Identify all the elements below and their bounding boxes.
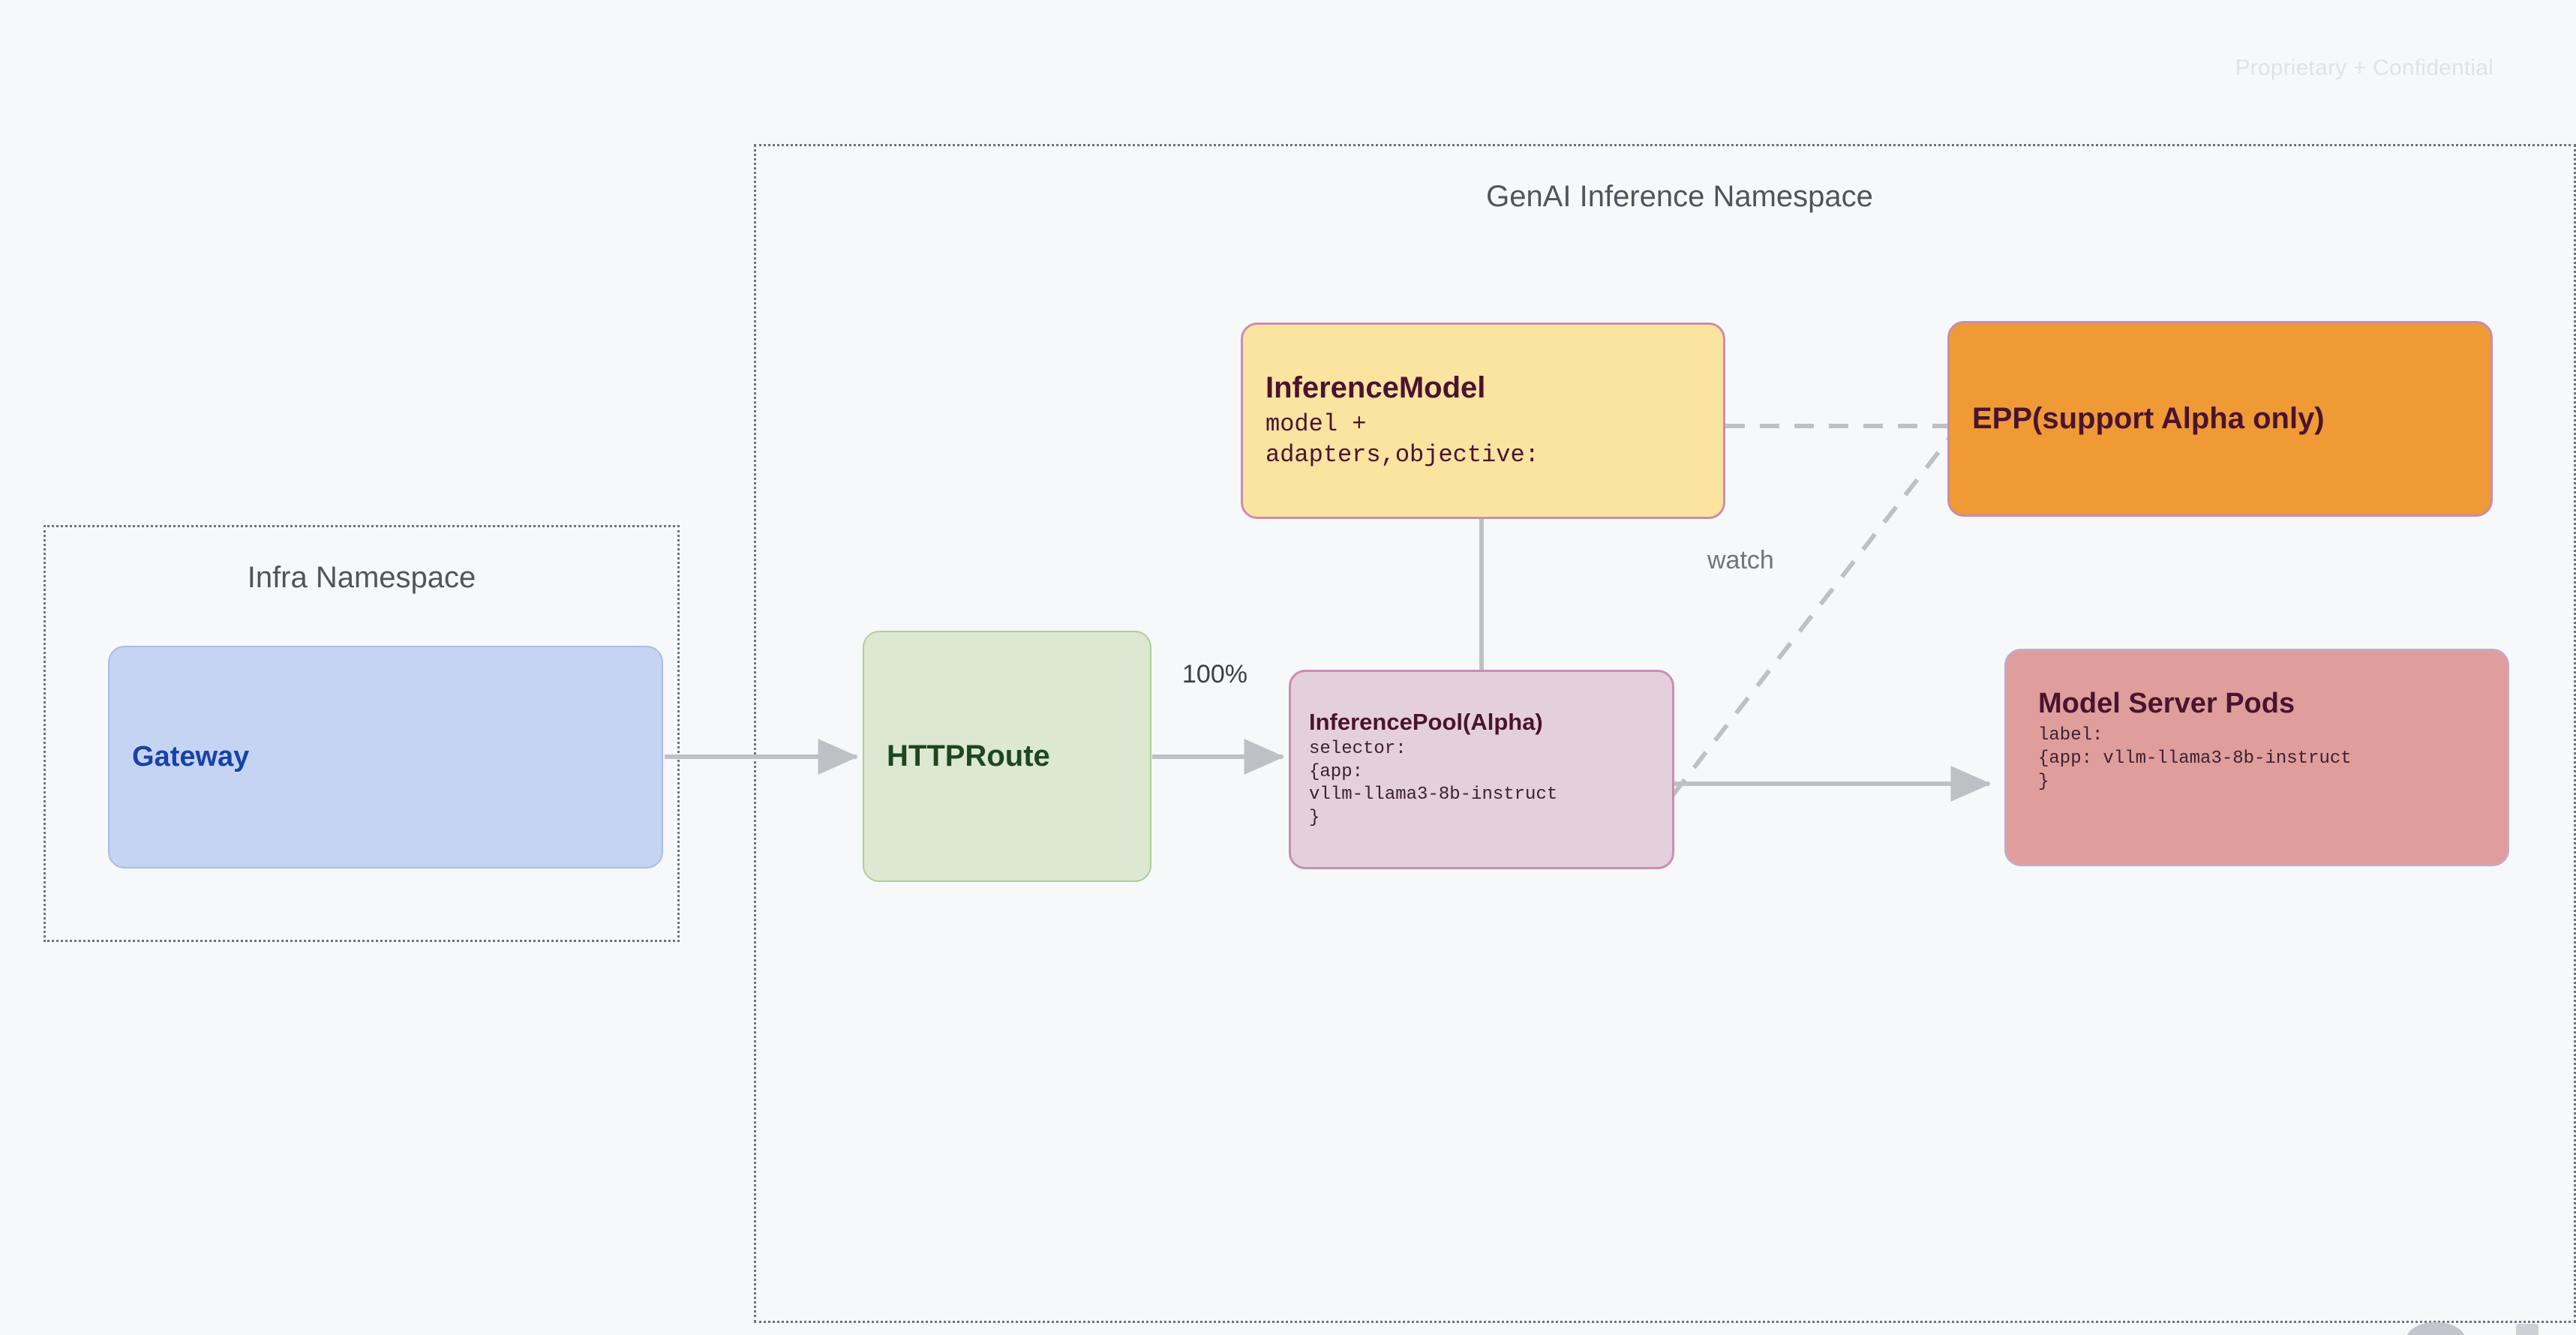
node-inferencepool-body: selector: {app: vllm-llama3-8b-instruct …	[1309, 739, 1558, 829]
confidentiality-watermark: Proprietary + Confidential	[2235, 56, 2493, 80]
brand-mark-shape	[2406, 1322, 2465, 1335]
node-inferencemodel-body: model + adapters,objective:	[1265, 410, 1539, 470]
node-inferencepool[interactable]: InferencePool(Alpha) selector: {app: vll…	[1289, 670, 1674, 869]
node-httproute-title: HTTPRoute	[887, 740, 1050, 773]
node-httproute[interactable]: HTTPRoute	[863, 631, 1151, 882]
namespace-infra	[44, 525, 680, 942]
node-gateway[interactable]: Gateway	[108, 646, 663, 868]
brand-mark-partial	[2400, 1322, 2573, 1335]
node-epp[interactable]: EPP(support Alpha only)	[1947, 321, 2493, 517]
node-inferencepool-title: InferencePool(Alpha)	[1309, 709, 1543, 736]
brand-mark-shape-secondary	[2516, 1324, 2538, 1335]
node-inferencemodel-title: InferenceModel	[1265, 370, 1486, 404]
namespace-genai-inference-title: GenAI Inference Namespace	[1486, 180, 1873, 213]
edge-label-traffic-split: 100%	[1182, 660, 1247, 688]
node-gateway-title: Gateway	[132, 741, 250, 773]
node-inferencemodel[interactable]: InferenceModel model + adapters,objectiv…	[1241, 322, 1725, 519]
namespace-infra-title: Infra Namespace	[247, 561, 476, 594]
node-model-server-pods-title: Model Server Pods	[2038, 688, 2295, 719]
namespace-genai-inference	[754, 144, 2576, 1323]
node-epp-title: EPP(support Alpha only)	[1972, 402, 2325, 436]
node-model-server-pods[interactable]: Model Server Pods label: {app: vllm-llam…	[2004, 649, 2509, 866]
node-model-server-pods-body: label: {app: vllm-llama3-8b-instruct }	[2038, 725, 2352, 792]
edge-label-watch: watch	[1707, 546, 1774, 574]
